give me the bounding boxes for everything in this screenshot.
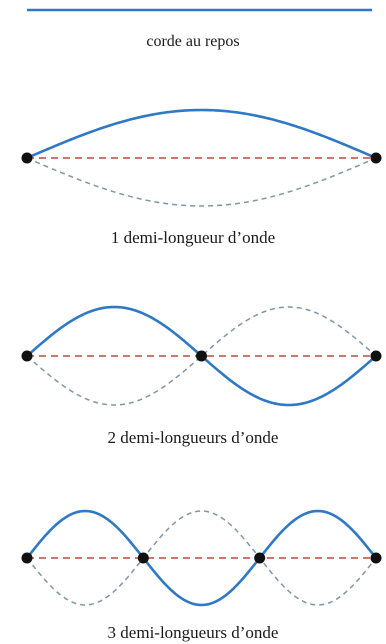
fixed-end-node xyxy=(22,351,33,362)
fixed-end-node xyxy=(371,351,382,362)
fixed-end-node xyxy=(22,153,33,164)
fixed-end-node xyxy=(371,553,382,564)
fixed-end-node xyxy=(22,553,33,564)
caption-mode-2: 2 demi-longueurs d’onde xyxy=(0,428,386,448)
mode-1-diagram xyxy=(22,110,382,206)
caption-mode-1: 1 demi-longueur d’onde xyxy=(0,228,386,248)
wave-node xyxy=(196,351,207,362)
mode-2-diagram xyxy=(22,307,382,405)
mode-3-diagram xyxy=(22,511,382,605)
wave-node xyxy=(254,553,265,564)
wave-node xyxy=(138,553,149,564)
fixed-end-node xyxy=(371,153,382,164)
string-displaced xyxy=(27,110,376,158)
caption-string-at-rest: corde au repos xyxy=(0,32,386,52)
caption-mode-3: 3 demi-longueurs d’onde xyxy=(0,623,386,643)
string-opposite-position xyxy=(27,158,376,206)
